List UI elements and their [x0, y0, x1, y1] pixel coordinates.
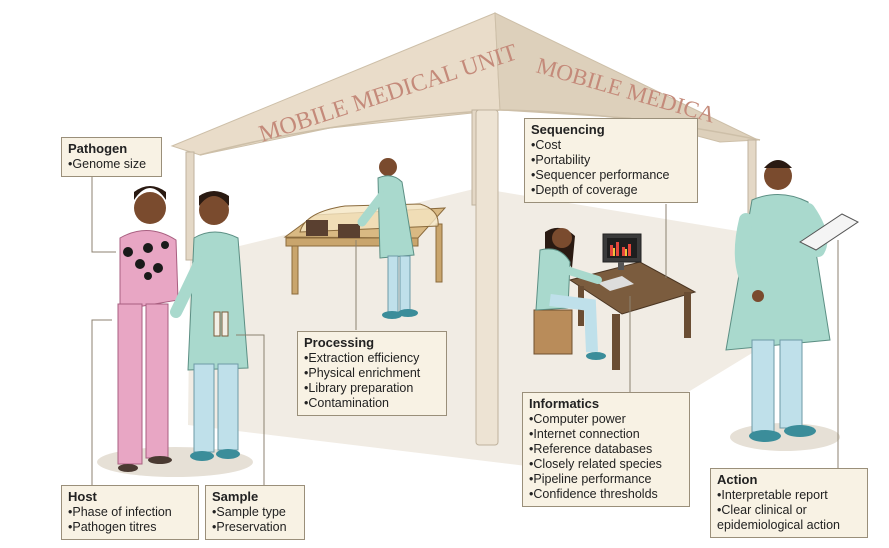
pathogen-title: Pathogen — [68, 141, 128, 156]
processing-item: Library preparation — [304, 381, 440, 396]
action-title: Action — [717, 472, 758, 487]
host-title: Host — [68, 489, 97, 504]
informatics-item: Reference databases — [529, 442, 683, 457]
pathogen-item: Genome size — [68, 157, 155, 172]
tent-pole-left — [185, 151, 195, 261]
patient-host — [117, 186, 179, 472]
processing-title: Processing — [304, 335, 375, 350]
tent-pole-center — [475, 109, 499, 446]
lab-technician — [357, 158, 418, 319]
sample-title: Sample — [212, 489, 259, 504]
informatics-title: Informatics — [529, 396, 600, 411]
sequencing-item: Portability — [531, 153, 691, 168]
action-box: Action Interpretable report Clear clinic… — [710, 468, 868, 538]
host-item: Phase of infection — [68, 505, 192, 520]
processing-item: Physical enrichment — [304, 366, 440, 381]
informatics-worker — [533, 227, 606, 360]
informatics-item: Confidence thresholds — [529, 487, 683, 502]
informatics-item: Internet connection — [529, 427, 683, 442]
pathogen-box: Pathogen Genome size — [61, 137, 162, 177]
informatics-item: Closely related species — [529, 457, 683, 472]
sample-box: Sample Sample type Preservation — [205, 485, 305, 540]
informatics-box: Informatics Computer power Internet conn… — [522, 392, 690, 507]
nurse-sampler — [170, 191, 249, 461]
sample-tubes — [213, 311, 229, 337]
informatics-item: Computer power — [529, 412, 683, 427]
processing-box: Processing Extraction efficiency Physica… — [297, 331, 447, 416]
action-item: Interpretable report — [717, 488, 861, 503]
sample-item: Preservation — [212, 520, 298, 535]
host-box: Host Phase of infection Pathogen titres — [61, 485, 199, 540]
action-item: Clear clinical or epidemiological action — [717, 503, 861, 533]
tablet — [799, 213, 859, 251]
doctor-with-tablet — [725, 160, 859, 442]
pathogen-spots — [123, 241, 169, 280]
informatics-item: Pipeline performance — [529, 472, 683, 487]
sequencing-item: Cost — [531, 138, 691, 153]
processing-item: Extraction efficiency — [304, 351, 440, 366]
sample-item: Sample type — [212, 505, 298, 520]
sequencing-item: Sequencer performance — [531, 168, 691, 183]
sequencing-box: Sequencing Cost Portability Sequencer pe… — [524, 118, 698, 203]
sequencing-title: Sequencing — [531, 122, 605, 137]
processing-item: Contamination — [304, 396, 440, 411]
callout-lines — [91, 170, 839, 485]
sequencing-item: Depth of coverage — [531, 183, 691, 198]
tent-roof-front — [170, 12, 501, 156]
host-item: Pathogen titres — [68, 520, 192, 535]
